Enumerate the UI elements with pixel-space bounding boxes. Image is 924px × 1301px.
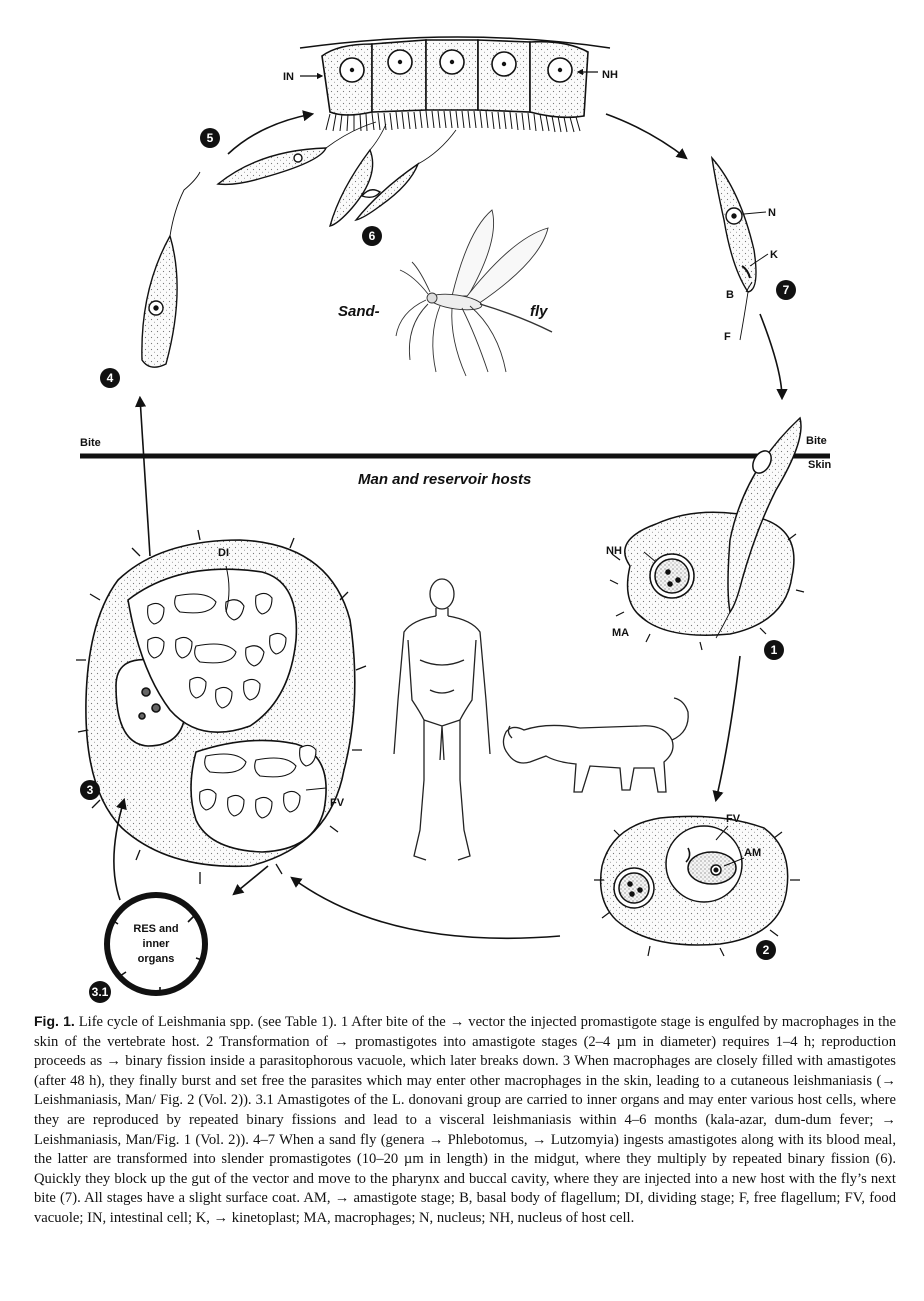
arrow-3-to-4	[140, 398, 150, 556]
svg-text:1: 1	[771, 643, 778, 657]
label-skin: Skin	[808, 459, 832, 471]
label-in: IN	[283, 71, 294, 83]
label-ma: MA	[612, 627, 629, 639]
res-line-1: RES and	[133, 923, 178, 935]
svg-text:7: 7	[783, 283, 790, 297]
arrow-gut-to-7	[606, 114, 686, 158]
label-hosts: Man and reservoir hosts	[358, 471, 531, 488]
svg-text:6: 6	[369, 229, 376, 243]
stage-badge-4: 4	[100, 368, 120, 388]
stage-6-promastigotes	[330, 124, 456, 226]
label-k: K	[770, 249, 778, 261]
dog-figure	[503, 698, 688, 792]
intestinal-cells: IN NH	[283, 37, 618, 132]
arrow-5-to-gut	[228, 114, 312, 154]
res-line-2: inner	[143, 938, 171, 950]
human-figure	[394, 579, 490, 860]
stage-badge-3-1: 3.1	[89, 981, 111, 1003]
label-fv-2: FV	[726, 813, 741, 825]
stage-4-promastigote	[142, 172, 200, 367]
label-fly: fly	[530, 303, 548, 320]
arrow-7-to-skin	[760, 314, 782, 398]
arrow-3-to-res	[234, 866, 268, 894]
label-nh-top: NH	[602, 69, 618, 81]
svg-text:4: 4	[107, 371, 114, 385]
label-bite-left: Bite	[80, 437, 101, 449]
stage-badge-2: 2	[756, 940, 776, 960]
stage-badge-5: 5	[200, 128, 220, 148]
label-bite-right: Bite	[806, 435, 827, 447]
stage-7-promastigote	[712, 158, 768, 340]
svg-text:3: 3	[87, 783, 94, 797]
label-fv-3: FV	[330, 797, 345, 809]
res-inner-organs-ring: RES and inner organs	[107, 895, 205, 994]
stage-1-macrophage	[610, 418, 804, 650]
stage-2-macrophage	[594, 816, 800, 956]
label-nh-macrophage: NH	[606, 545, 622, 557]
leishmania-life-cycle-diagram: IN NH Sand- fly N K B F	[0, 0, 924, 1005]
stage-badge-7: 7	[776, 280, 796, 300]
figure-caption: Fig. 1. Life cycle of Leishmania spp. (s…	[34, 1012, 896, 1229]
sand-fly-drawing	[396, 210, 552, 376]
stage-badge-6: 6	[362, 226, 382, 246]
arrow-1-to-2	[716, 656, 740, 800]
stage-badge-3: 3	[80, 780, 100, 800]
svg-text:5: 5	[207, 131, 214, 145]
label-n: N	[768, 207, 776, 219]
label-am: AM	[744, 847, 761, 859]
label-sand: Sand-	[338, 303, 380, 320]
svg-text:3.1: 3.1	[92, 985, 109, 999]
label-b: B	[726, 289, 734, 301]
stage-badge-1: 1	[764, 640, 784, 660]
arrow-2-to-3	[292, 878, 560, 938]
res-line-3: organs	[138, 953, 175, 965]
label-f: F	[724, 331, 731, 343]
svg-text:2: 2	[763, 943, 770, 957]
caption-text: Life cycle of Leishmania spp. (see Table…	[34, 1014, 896, 1226]
caption-fig-label: Fig. 1.	[34, 1013, 75, 1029]
label-di: DI	[218, 547, 229, 559]
stage-3-macrophage	[76, 530, 366, 884]
